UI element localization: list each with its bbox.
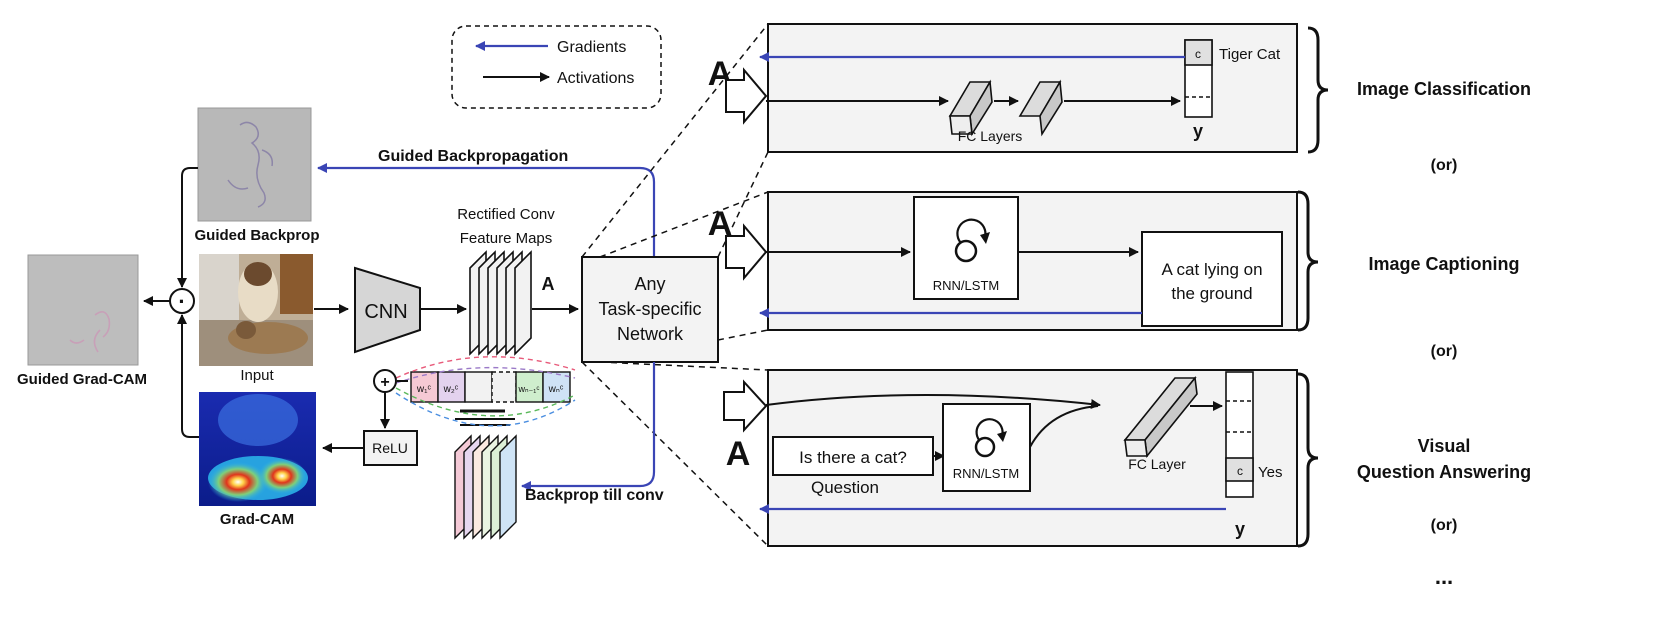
or-label-1: (or) (1431, 157, 1458, 174)
guided-backprop-label: Guided Backprop (194, 227, 319, 244)
weight-cell (437, 371, 466, 403)
vqa-a-label: A (726, 435, 751, 473)
vqa-fc-layer-label: FC Layer (1128, 456, 1186, 472)
question-label: Question (811, 478, 879, 497)
weight-label: wₙ₋₁ᶜ (517, 384, 539, 394)
vqa-rnn-to-fc-line (1029, 405, 1099, 448)
input-image (199, 254, 313, 366)
feature-maps-label-line1: Rectified Conv (457, 206, 555, 223)
sum-symbol: + (380, 374, 389, 391)
vqa-output-vector (1225, 371, 1254, 498)
weight-label: w₂ᶜ (443, 384, 459, 395)
vqa-answer-label: Yes (1258, 464, 1282, 481)
fc-layers-label: FC Layers (958, 128, 1023, 144)
vqa-y-label: y (1235, 519, 1245, 539)
gradcam-to-multiply-arrow (177, 314, 199, 438)
weight-label: w₁ᶜ (416, 384, 432, 395)
weight-cell (491, 371, 517, 403)
input-label: Input (240, 367, 274, 384)
cnn-label: CNN (364, 301, 407, 323)
fc-layer-block (1018, 79, 1063, 137)
network-label-line1: Any (634, 274, 665, 294)
vqa-rnn-label: RNN/LSTM (953, 466, 1019, 481)
legend-box (451, 25, 662, 109)
cnn-block (354, 266, 421, 354)
relu-label: ReLU (372, 440, 408, 456)
weight-cell (542, 371, 571, 403)
network-to-tasks-dashed-lines (581, 23, 769, 547)
guided-backpropagation-label: Guided Backpropagation (378, 148, 568, 165)
classification-y-label: y (1193, 121, 1203, 141)
legend: Gradients Activations (451, 25, 662, 109)
image-classification-label: Image Classification (1357, 79, 1531, 99)
vqa-brace (1297, 372, 1319, 548)
vqa-fc-layer-block (1123, 376, 1198, 458)
feature-maps-label-line2: Feature Maps (460, 230, 553, 247)
classification-brace (1307, 26, 1329, 154)
classification-output-vector (1184, 39, 1213, 118)
multiply-symbol: · (178, 289, 185, 314)
classification-c-label: c (1195, 47, 1201, 61)
captioning-rnn-label: RNN/LSTM (933, 278, 999, 293)
weights-row: w₁ᶜ w₂ᶜ wₙ₋₁ᶜ wₙᶜ (410, 371, 571, 403)
vqa-input-arrow (723, 379, 768, 433)
caption-line1: A cat lying on (1161, 260, 1262, 279)
or-label-3: (or) (1431, 517, 1458, 534)
feature-maps-stack (469, 250, 532, 356)
caption-line2: the ground (1171, 284, 1252, 303)
backprop-till-conv-arrow (521, 362, 656, 491)
gradcam-heatmap-image (199, 392, 316, 506)
classification-input-arrow (725, 67, 768, 125)
image-captioning-label: Image Captioning (1368, 254, 1519, 274)
vqa-c-label: c (1237, 464, 1243, 478)
vqa-image-to-fc-arrow (765, 394, 1101, 409)
legend-activations-label: Activations (557, 70, 634, 87)
captioning-brace (1297, 190, 1319, 332)
backprop-till-conv-label: Backprop till conv (525, 487, 664, 504)
gradient-maps-stack (454, 434, 517, 540)
rnn-loop-icon (954, 218, 990, 263)
network-label-line2: Task-specific (598, 299, 701, 319)
weight-arcs (395, 356, 576, 427)
guided-gradcam-image (27, 254, 139, 366)
feature-maps-a-label: A (542, 274, 555, 294)
guided-backprop-to-multiply-arrow (177, 167, 198, 288)
guided-backpropagation-arrow (317, 163, 656, 340)
guided-gradcam-label: Guided Grad-CAM (17, 371, 147, 388)
tiger-cat-label: Tiger Cat (1219, 46, 1281, 63)
captioning-input-arrow (725, 223, 768, 281)
caption-box (1141, 231, 1283, 327)
weight-cell (464, 371, 493, 403)
vqa-task-label-line2: Question Answering (1357, 462, 1531, 482)
fc-layer-block (948, 79, 993, 137)
gradcam-label: Grad-CAM (220, 511, 294, 528)
weight-label: wₙᶜ (548, 384, 564, 395)
guided-backprop-image (197, 107, 312, 222)
task-network-box (581, 256, 719, 363)
question-text: Is there a cat? (799, 448, 907, 467)
classification-panel (767, 23, 1298, 153)
rnn-loop-icon (974, 418, 1007, 458)
or-label-2: (or) (1431, 343, 1458, 360)
network-label-line3: Network (617, 324, 684, 344)
ellipsis: ... (1435, 564, 1453, 589)
vqa-task-label-line1: Visual (1418, 436, 1471, 456)
legend-gradients-label: Gradients (557, 39, 626, 56)
